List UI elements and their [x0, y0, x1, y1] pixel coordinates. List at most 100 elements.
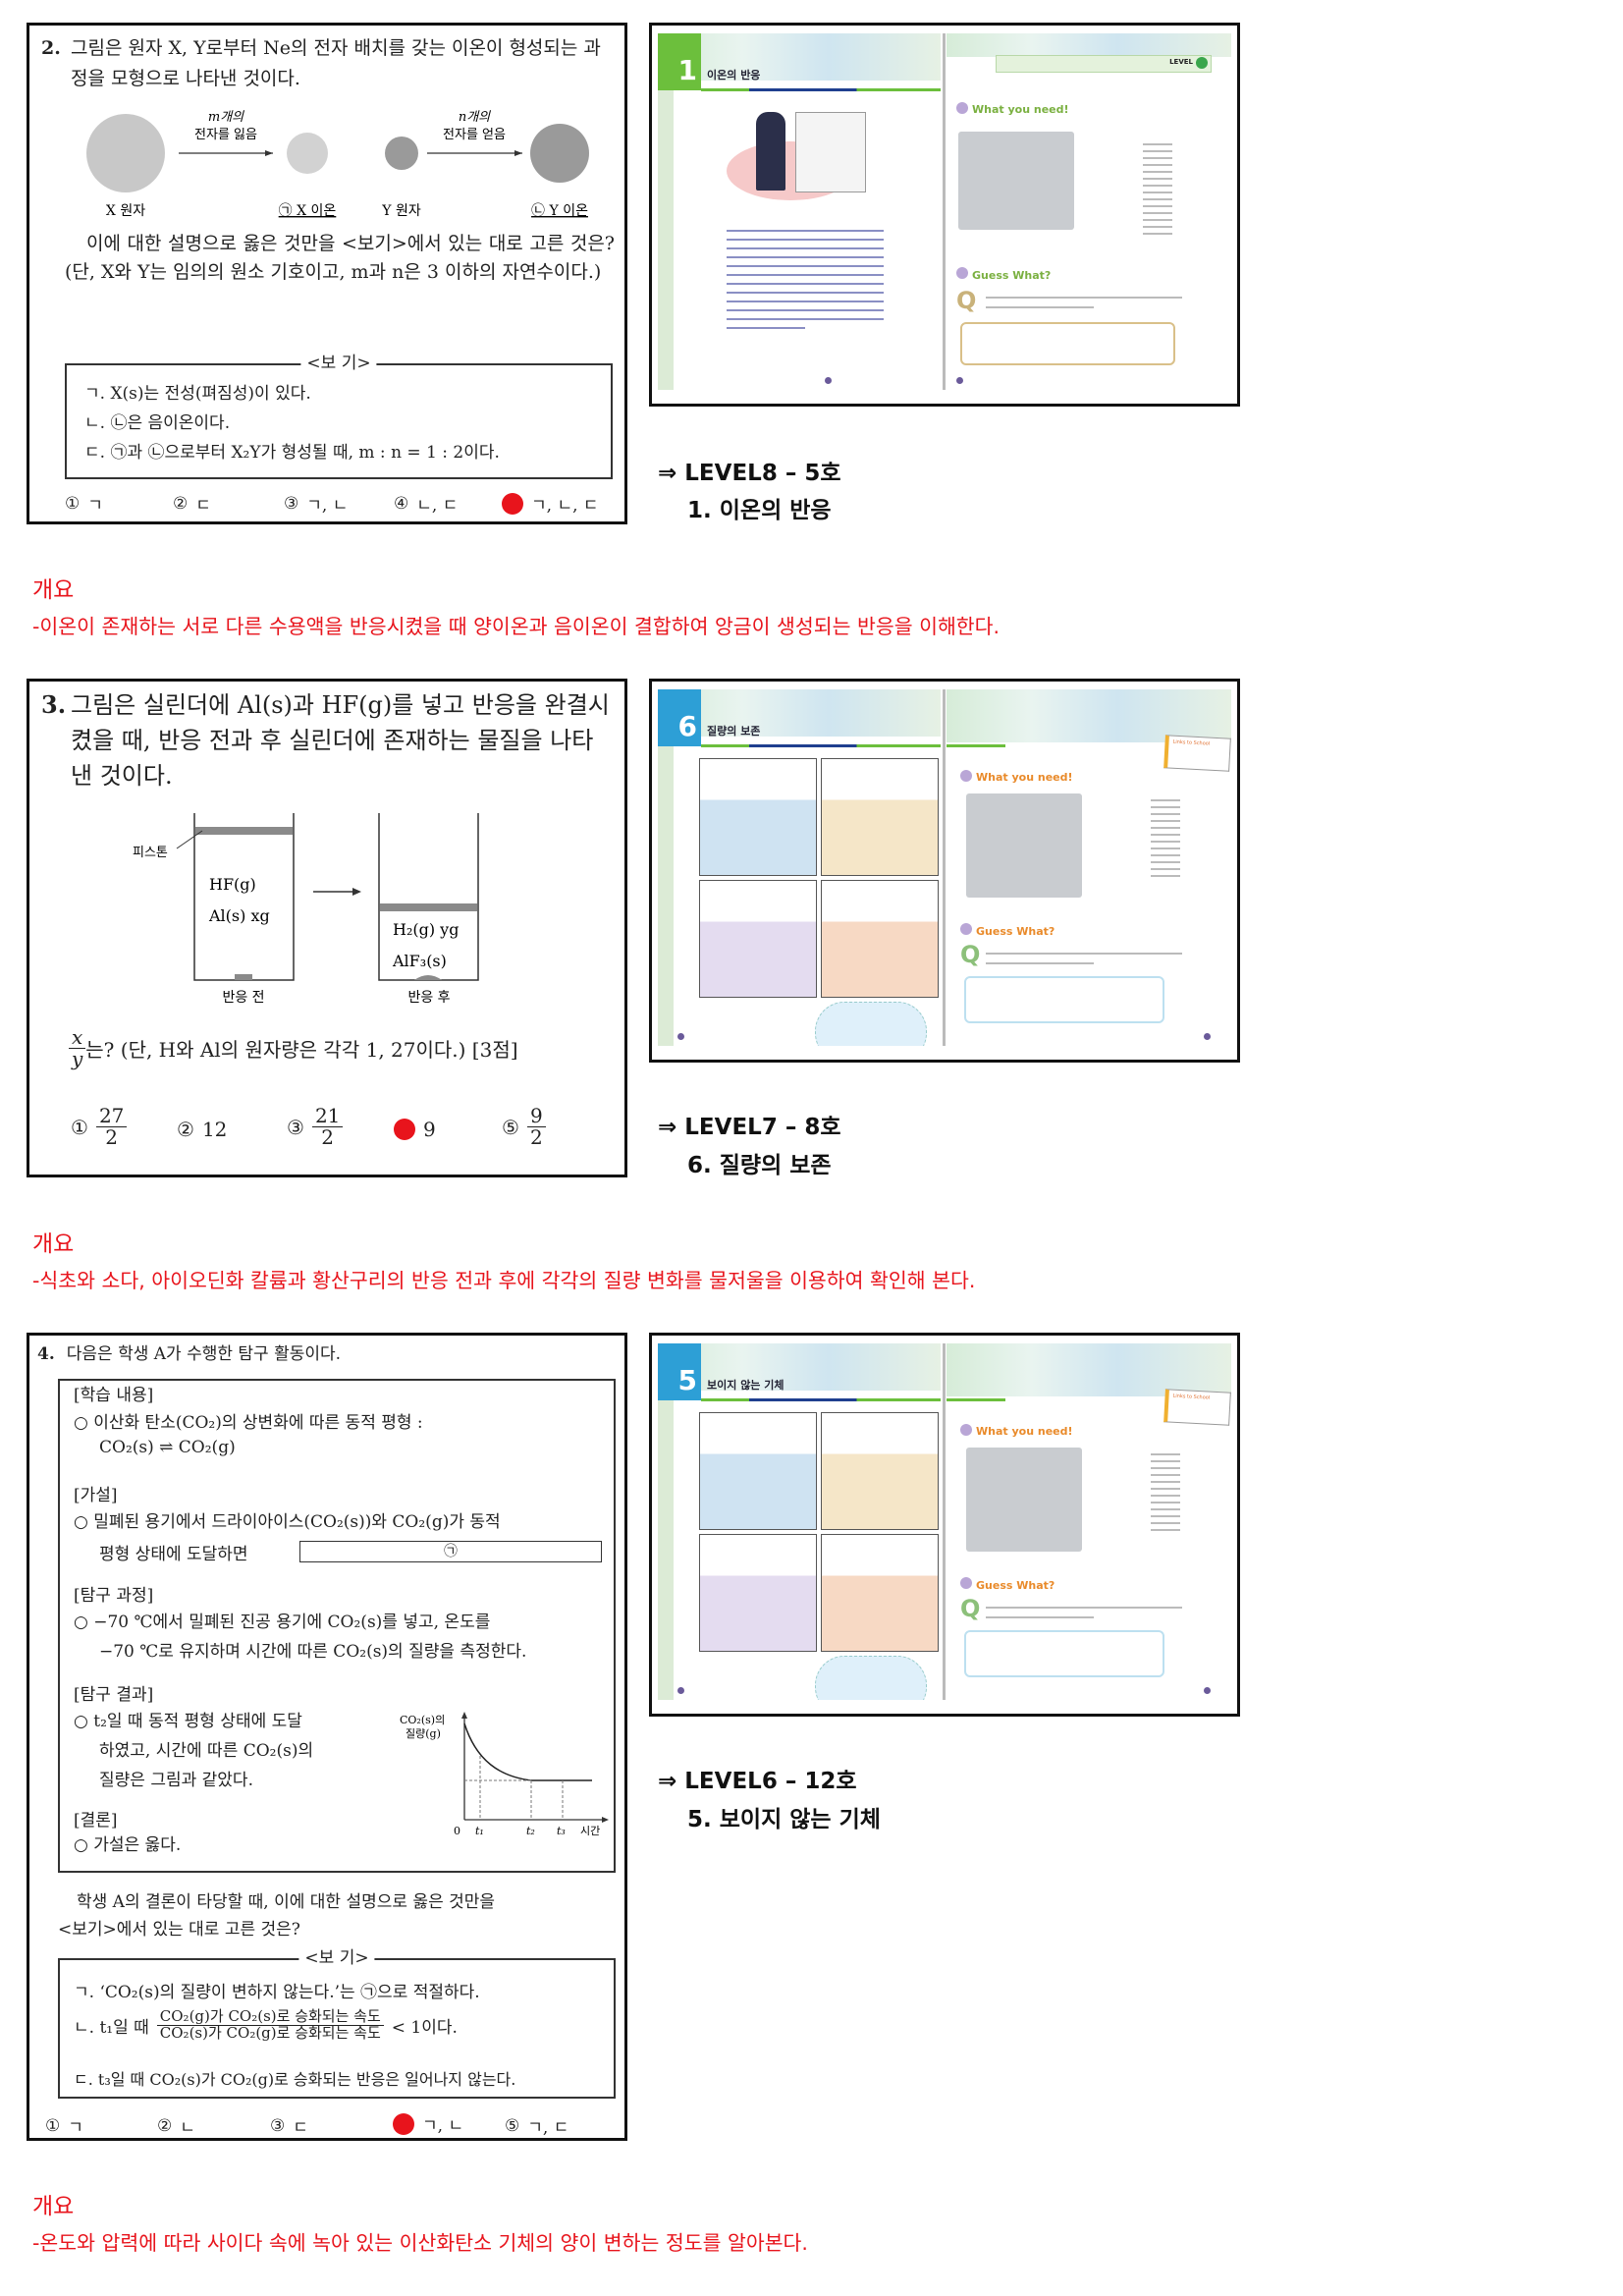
choice-text: ㄱ, ㄴ: [306, 496, 349, 516]
comic-panel: [821, 758, 939, 876]
page-sideband: [658, 1391, 674, 1700]
body-text-line: [727, 256, 884, 258]
question-text: 는? (단, H와 Al의 원자량은 각각 1, 27이다.) [3점]: [85, 1038, 518, 1062]
inquiry-box: [학습 내용] ○ 이산화 탄소(CO₂)의 상변화에 따른 동적 평형 : C…: [58, 1379, 616, 1873]
question-2-prompt: 이에 대한 설명으로 옳은 것만을 <보기>에서 있는 대로 고른 것은? (단…: [65, 233, 615, 283]
overview-label: 개요: [32, 577, 75, 603]
section-heading: [학습 내용]: [74, 1386, 154, 1405]
header-rule: [701, 1398, 941, 1401]
level-bar: LEVEL: [996, 55, 1212, 73]
page-sideband: [658, 81, 674, 390]
left-page: 5 보이지 않는 기체: [658, 1343, 941, 1700]
choice-mark: ①: [45, 2115, 61, 2136]
y-ion-label: ㉡ Y 이온: [531, 203, 588, 219]
body-text-line: [727, 274, 884, 276]
materials-list-line: [1143, 205, 1172, 207]
choice-5[interactable]: ⑤ ㄱ, ㄷ: [505, 2113, 569, 2139]
materials-list-line: [1151, 854, 1180, 856]
question-text-line: [986, 1607, 1182, 1609]
choice-4-selected[interactable]: 9: [394, 1118, 436, 1141]
arrow1-label-2: 전자를 잃음: [194, 128, 257, 142]
left-page: 6 질량의 보존: [658, 689, 941, 1046]
materials-list-line: [1143, 157, 1172, 159]
level-badge-icon: [1196, 57, 1208, 69]
choice-5-selected[interactable]: ㄱ, ㄴ, ㄷ: [502, 491, 599, 516]
body-text-line: [727, 283, 884, 285]
links-to-school-label: Links to School: [1172, 738, 1211, 747]
materials-list-line: [1151, 1460, 1180, 1462]
page-sideband: [658, 737, 674, 1046]
bogi-item: ㄷ. t₃일 때 CO₂(s)가 CO₂(g)로 승화되는 반응은 일어나지 않…: [74, 2070, 516, 2089]
page-number-icon: [677, 1033, 684, 1040]
bogi-item: ㄴ. ㉡은 음이온이다.: [84, 413, 231, 433]
choice-text: ㄴ, ㄷ: [416, 496, 459, 516]
materials-list-line: [1143, 171, 1172, 173]
header-watercolor: [658, 1343, 941, 1391]
what-you-need-heading: What you need!: [972, 103, 1069, 116]
bogi-item: ㄱ. X(s)는 전성(펴짐성)이 있다.: [84, 384, 311, 404]
textbook-spread: 1 이온의 반응 LEVEL What you need!: [649, 23, 1240, 407]
choice-4[interactable]: ④ ㄴ, ㄷ: [394, 491, 459, 517]
alf3-solid: [414, 975, 442, 980]
arrowhead-lose: [265, 150, 273, 156]
materials-list-line: [1151, 1529, 1180, 1531]
graph-t2-label: t₂: [526, 1825, 535, 1837]
choice-text: 12: [201, 1118, 228, 1141]
arrow1-label-1: m개의: [208, 110, 244, 125]
choice-text: ㄱ, ㄷ: [527, 2118, 569, 2138]
materials-list-line: [1151, 1481, 1180, 1483]
spread-gutter: [943, 1343, 946, 1700]
chapter-reference: 5. 보이지 않는 기체: [687, 1807, 881, 1832]
choice-4-selected[interactable]: ㄱ, ㄴ: [393, 2111, 463, 2136]
materials-list-line: [1143, 143, 1172, 145]
answer-dot-icon: [502, 492, 523, 515]
body-text-line: [727, 318, 884, 320]
question-text-line: [986, 962, 1094, 964]
comic-panel: [821, 1534, 939, 1652]
question-3-box: 3.그림은 실린더에 Al(s)과 HF(g)를 넣고 반응을 완결시켰을 때,…: [27, 679, 627, 1177]
choice-mark: ④: [394, 493, 409, 514]
materials-list-line: [1143, 164, 1172, 166]
page-number-icon: [677, 1687, 684, 1694]
question-text-line: [986, 1616, 1094, 1618]
section-line: ○ t₂일 때 동적 평형 상태에 도달: [74, 1712, 302, 1731]
choice-mark: ②: [157, 2115, 173, 2136]
question-stem: 다음은 학생 A가 수행한 탐구 활동이다.: [66, 1344, 342, 1364]
question-q-letter: Q: [960, 941, 981, 968]
answer-box: [964, 976, 1164, 1023]
question-text-line: [986, 306, 1094, 308]
what-you-need-heading: What you need!: [976, 1425, 1073, 1438]
choice-text: ㄱ, ㄴ: [422, 2116, 464, 2136]
question-stem: 그림은 원자 X, Y로부터 Ne의 전자 배치를 갖는 이온이 형성되는 과정…: [71, 37, 601, 89]
x-ion-label: ㉠ X 이온: [279, 203, 337, 219]
materials-list-line: [1143, 233, 1172, 235]
header-rule: [701, 88, 941, 91]
fraction-denominator: 2: [321, 1125, 335, 1149]
answer-box: [960, 322, 1175, 365]
textbook-spread: 6 질량의 보존 Links to School What you need!: [649, 679, 1240, 1063]
choice-text: ㄴ: [180, 2118, 195, 2138]
section-line: −70 ℃로 유지하며 시간에 따른 CO₂(s)의 질량을 측정한다.: [99, 1642, 527, 1662]
comic-panel: [699, 1534, 817, 1652]
choice-mark: ⑤: [505, 2115, 520, 2136]
question-4-prompt-1: 학생 A의 결론이 타당할 때, 이에 대한 설명으로 옳은 것만을: [77, 1892, 496, 1912]
question-number: 4.: [37, 1344, 55, 1364]
chapter-title: 보이지 않는 기체: [707, 1379, 784, 1392]
question-2-stem-block: 2.그림은 원자 X, Y로부터 Ne의 전자 배치를 갖는 이온이 형성되는 …: [41, 33, 611, 94]
piston-after: [380, 903, 477, 911]
bogi-box: <보 기> ㄱ. X(s)는 전성(펴짐성)이 있다. ㄴ. ㉡은 음이온이다.…: [65, 353, 613, 479]
